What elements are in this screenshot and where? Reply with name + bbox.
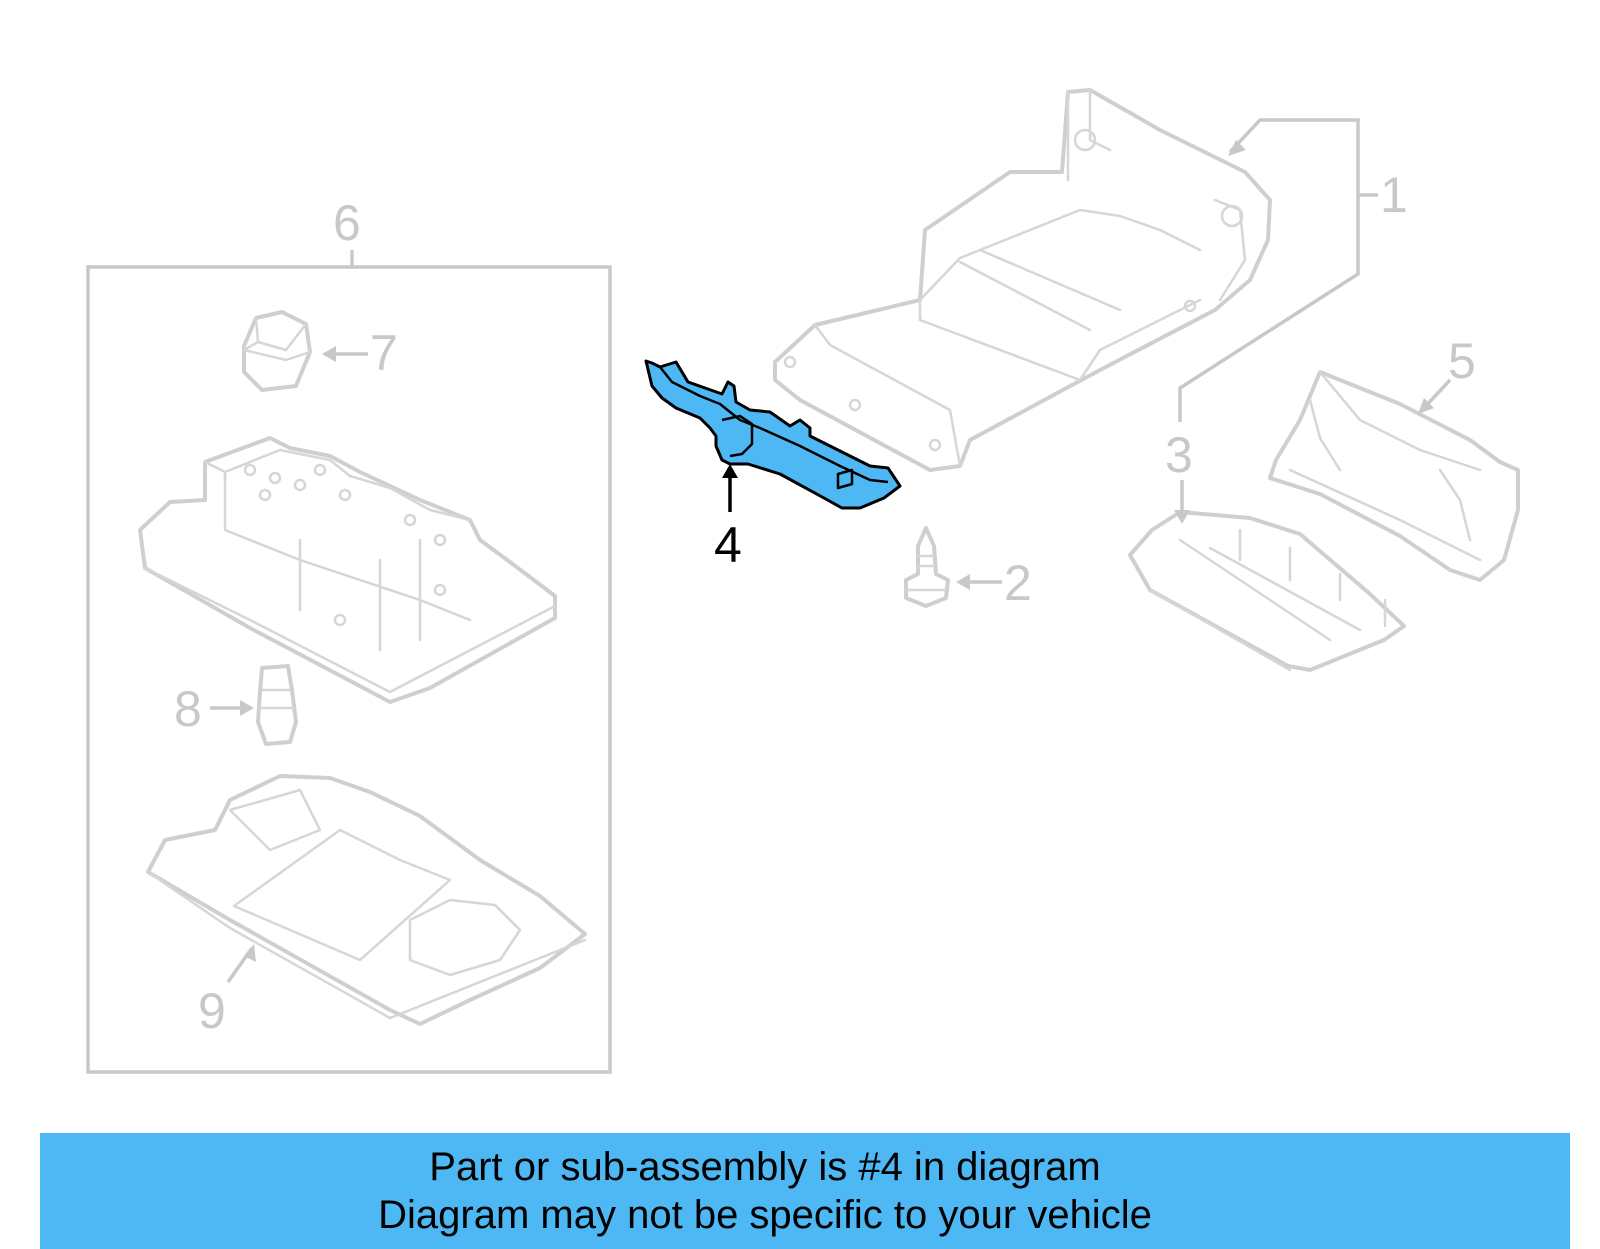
part-3-cover xyxy=(1128,510,1406,672)
callout-7: 7 xyxy=(370,325,398,381)
callout-2: 2 xyxy=(1004,555,1032,611)
part-4-bracket xyxy=(644,359,902,510)
kit-box-6 xyxy=(86,265,612,1074)
part-8-bulb xyxy=(256,664,298,746)
part-5-trim xyxy=(1268,370,1520,582)
part-6-lamp-assembly xyxy=(138,436,557,704)
part-7-switch xyxy=(242,310,312,392)
part-2-clip xyxy=(904,526,950,608)
callout-5: 5 xyxy=(1448,333,1476,389)
part-1-console xyxy=(773,88,1272,472)
callout-4: 4 xyxy=(714,517,742,573)
banner-line-1: Part or sub-assembly is #4 in diagram xyxy=(429,1145,1101,1189)
callout-6: 6 xyxy=(333,195,361,251)
callout-9: 9 xyxy=(198,983,226,1039)
callout-3: 3 xyxy=(1165,427,1193,483)
info-banner: Part or sub-assembly is #4 in diagram Di… xyxy=(40,1133,1570,1249)
callout-8: 8 xyxy=(174,681,202,737)
banner-line-2: Diagram may not be specific to your vehi… xyxy=(378,1193,1152,1237)
part-9-bezel xyxy=(146,774,587,1026)
callout-1: 1 xyxy=(1380,167,1408,223)
